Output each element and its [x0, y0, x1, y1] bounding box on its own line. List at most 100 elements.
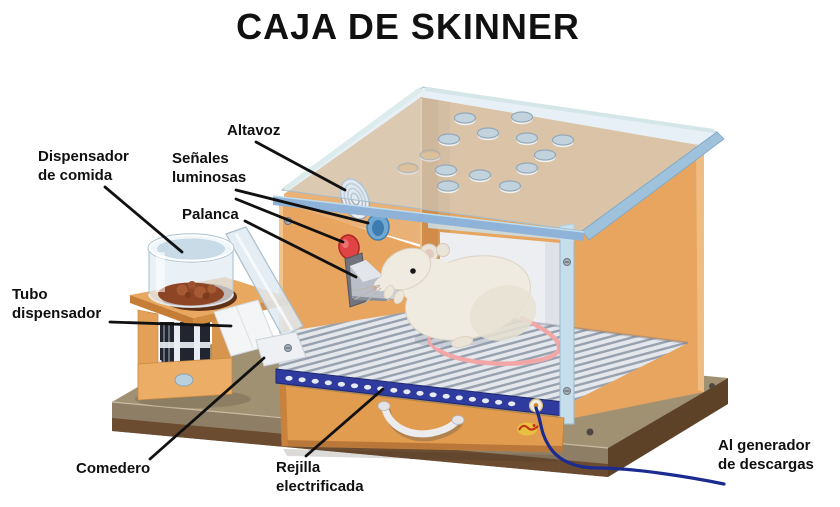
vent-hole	[510, 111, 534, 123]
rail-stud	[495, 399, 503, 405]
rail-stud	[364, 384, 372, 390]
right-wall-edge	[696, 144, 704, 392]
vent-hole	[515, 162, 539, 174]
label-altavoz-text: Altavoz	[227, 122, 281, 139]
rat-tail	[435, 315, 562, 366]
drawer-ground-shadow	[283, 449, 560, 462]
label-comedero-text: Comedero	[76, 460, 151, 477]
shock-wire	[534, 406, 726, 486]
lid-vent-holes	[397, 111, 575, 194]
vent-hole	[533, 149, 557, 161]
drawer-handle	[380, 401, 462, 438]
rail-stud	[442, 393, 450, 399]
rail-stud	[311, 378, 319, 384]
base-bolt	[709, 383, 715, 389]
label-rejilla-line2: electrificada	[276, 478, 364, 495]
leader-tubo	[108, 320, 233, 328]
dispenser-motor	[158, 322, 212, 371]
rat-haunch	[469, 285, 537, 341]
rail-stud	[429, 392, 437, 398]
rat-hind-foot	[450, 336, 474, 348]
rail-stud	[285, 375, 293, 381]
rail-stud	[390, 387, 398, 393]
vent-hole	[498, 180, 522, 192]
label-comedero: Comedero	[76, 459, 150, 478]
rail-stud	[350, 383, 359, 389]
label-dispensador-line2: de comida	[38, 167, 113, 184]
leader-dispensador	[103, 185, 184, 254]
board-hole	[174, 373, 194, 387]
label-tubo-line1: Tubo	[12, 286, 48, 303]
rat-ear	[436, 243, 450, 257]
rail-studs	[285, 375, 516, 407]
vent-hole	[476, 127, 500, 139]
rail-stud	[508, 401, 516, 407]
vent-hole	[437, 133, 461, 145]
leader-rejilla	[304, 387, 385, 458]
label-dispensador-line1: Dispensador	[38, 148, 129, 165]
handle-mount	[451, 415, 465, 425]
label-palanca: Palanca	[182, 205, 239, 224]
vent-hole	[468, 169, 492, 181]
vent-hole	[453, 112, 477, 124]
rail-stud	[455, 395, 463, 401]
base-right-side	[608, 378, 728, 477]
rail-stud	[324, 380, 332, 386]
lid-rim-right	[581, 131, 725, 241]
label-senales-line1: Señales	[172, 150, 229, 167]
lid-edge-back-left	[283, 86, 423, 192]
rail-stud	[337, 381, 345, 387]
rat-tail-tip	[427, 335, 440, 352]
vent-hole	[515, 132, 539, 144]
rat-eye	[410, 268, 416, 274]
signal-light-blue	[366, 213, 390, 241]
leader-senal-roja	[234, 197, 345, 244]
drawer-bottom-edge	[282, 440, 562, 452]
label-rejilla: Rejilla electrificada	[276, 458, 364, 496]
rail-stud	[403, 389, 411, 395]
label-generador-line2: de descargas	[718, 456, 814, 473]
drawer	[279, 384, 565, 462]
handle-mount	[377, 401, 391, 411]
dispenser-cylinder	[147, 233, 235, 308]
food-pellets	[158, 282, 224, 306]
label-palanca-text: Palanca	[182, 206, 239, 223]
page-title: CAJA DE SKINNER	[236, 6, 580, 47]
label-rejilla-line1: Rejilla	[276, 459, 321, 476]
feeder-tray	[255, 331, 307, 367]
lid-edge-back-right	[424, 87, 715, 133]
vent-hole	[436, 180, 460, 192]
label-generador: Al generador de descargas	[718, 436, 814, 474]
rail-stud	[468, 396, 476, 402]
label-generador-line1: Al generador	[718, 437, 811, 454]
rail-stud	[298, 377, 306, 383]
leader-palanca	[243, 219, 358, 279]
vent-hole	[397, 162, 419, 174]
label-altavoz: Altavoz	[227, 121, 280, 140]
wire-terminal-pin	[533, 403, 539, 408]
lid-rim-front	[273, 196, 584, 241]
vent-hole	[419, 149, 441, 161]
lid-rim-highlight	[272, 195, 585, 233]
drawer-left-edge	[280, 385, 288, 446]
label-senales-line2: luminosas	[172, 169, 247, 186]
leader-senal-azul	[234, 188, 370, 225]
base-bolt	[586, 428, 594, 436]
label-tubo-line2: dispensador	[12, 305, 102, 322]
leader-comedero	[148, 356, 266, 461]
rat	[352, 243, 562, 366]
rat-paw	[383, 284, 395, 300]
rat-paw	[393, 289, 405, 305]
tube-highlight	[234, 233, 294, 331]
watermark-logo	[517, 422, 539, 436]
interior-back-panel-shade	[545, 242, 560, 334]
label-tubo-dispensador: Tubo dispensador	[12, 285, 101, 323]
rat-whiskers	[352, 284, 382, 307]
label-dispensador-comida: Dispensador de comida	[38, 147, 129, 185]
food-dispenser-assembly	[130, 226, 307, 408]
rail-stud	[416, 390, 424, 396]
rail-stud	[481, 398, 490, 404]
plate-edge-left	[130, 295, 193, 326]
leader-lines	[103, 140, 385, 461]
